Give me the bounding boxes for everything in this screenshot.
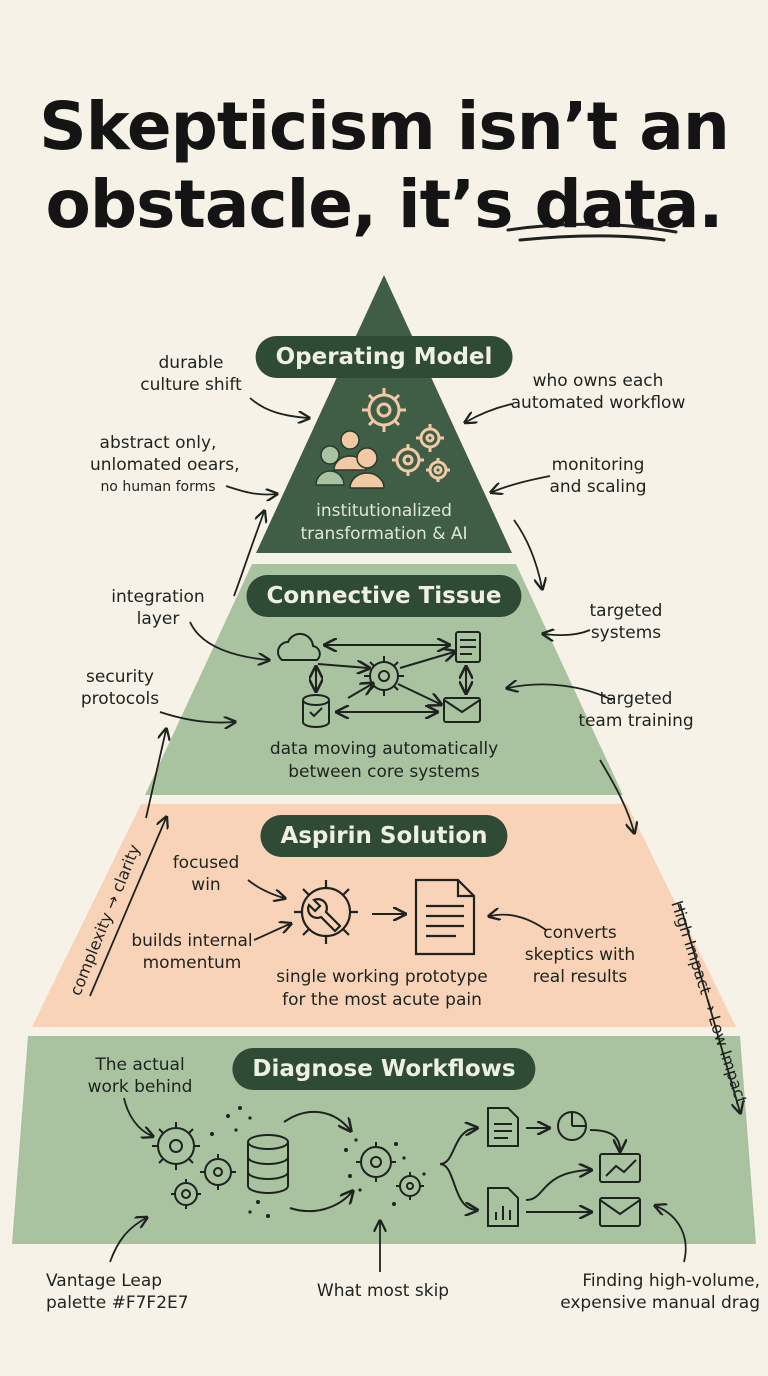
tier-label-aspirin-solution: Aspirin Solution (260, 815, 508, 857)
annotation-arrows (109, 397, 687, 1272)
particle-dots (210, 1106, 426, 1218)
document-icon (455, 631, 481, 663)
tier-aspirin-solution (32, 804, 736, 1027)
tier-label-operating-model: Operating Model (255, 336, 513, 378)
tier-caption-operating-model: institutionalized transformation & AI (300, 500, 467, 546)
annotation-monitoring: monitoring and scaling (544, 454, 652, 498)
annotation-line: abstract only, (99, 433, 217, 453)
annotation-line: skeptics with (524, 945, 636, 965)
annotation-line: automated workflow (510, 393, 686, 413)
annotation-targeted-training: targeted team training (574, 688, 698, 732)
document-icon (414, 878, 476, 956)
annotation-abstract-only: abstract only, unlomated oears, no human… (90, 432, 240, 498)
annotation-durable-culture: durable culture shift (136, 352, 246, 396)
annotation-line: protocols (80, 689, 160, 709)
tier-caption-connective-tissue: data moving automatically between core s… (270, 738, 498, 784)
annotation-actual-work: The actual work behind (84, 1054, 196, 1098)
annotation-line: culture shift (140, 375, 242, 395)
annotation-line: no human forms (100, 479, 216, 495)
annotation-integration-layer: integration layer (104, 586, 212, 630)
annotation-targeted-systems: targeted systems (578, 600, 674, 644)
caption-line: data moving automatically (269, 739, 499, 759)
annotation-finding-high-volume: Finding high-volume, expensive manual dr… (548, 1270, 760, 1314)
tier-connective-tissue (145, 564, 623, 795)
annotation-converts-skeptics: converts skeptics with real results (518, 922, 642, 988)
annotation-line: momentum (142, 953, 242, 973)
annotation-line: targeted (589, 601, 663, 621)
annotation-line: durable (158, 353, 224, 373)
caption-line: institutionalized (316, 501, 452, 521)
page-title-line-2: obstacle, it’s data. (45, 166, 724, 243)
tier-diagnose-workflows (12, 1036, 756, 1244)
annotation-line: builds internal (131, 931, 253, 951)
caption-line: for the most acute pain (282, 990, 482, 1010)
annotation-line: monitoring (551, 455, 645, 475)
annotation-line: security (86, 667, 154, 687)
team-icon (315, 430, 385, 489)
annotation-line: and scaling (549, 477, 647, 497)
tier-label-diagnose-workflows: Diagnose Workflows (232, 1048, 536, 1090)
mail-icon (599, 1197, 641, 1227)
annotation-line: converts (543, 923, 617, 943)
caption-line: transformation & AI (300, 524, 468, 544)
annotation-line: What most skip (316, 1281, 450, 1301)
annotation-line: The actual (95, 1055, 185, 1075)
network-icons (277, 631, 481, 728)
gear-icon (362, 388, 406, 432)
right-axis-arrow (679, 903, 740, 1112)
annotation-line: real results (532, 967, 628, 987)
annotation-line: win (191, 875, 221, 895)
annotation-line: Finding high-volume, (582, 1271, 760, 1291)
wrench-gear-icon (294, 880, 358, 944)
annotation-focused-win: focused win (164, 852, 248, 896)
caption-line: between core systems (288, 762, 480, 782)
tier-label-connective-tissue: Connective Tissue (246, 575, 522, 617)
annotation-line: targeted (599, 689, 673, 709)
annotation-line: team training (578, 711, 694, 731)
annotation-line: unlomated oears, (90, 455, 240, 475)
title-underline (506, 222, 678, 242)
mail-icon (443, 697, 481, 723)
trend-chart-icon (599, 1153, 641, 1183)
annotation-what-most-skip: What most skip (310, 1280, 456, 1302)
workflow-icons (152, 1107, 641, 1227)
left-axis-arrow (89, 818, 166, 997)
annotation-builds-momentum: builds internal momentum (126, 930, 258, 974)
cloud-icon (277, 632, 321, 661)
tier-caption-aspirin-solution: single working prototype for the most ac… (276, 966, 487, 1012)
annotation-vantage-palette: Vantage Leap palette #F7F2E7 (46, 1270, 189, 1314)
annotation-line: work behind (87, 1077, 193, 1097)
annotation-line: focused (172, 853, 240, 873)
annotation-line: who owns each (532, 371, 664, 391)
annotation-who-owns: who owns each automated workflow (510, 370, 686, 414)
page-title-line-1: Skepticism isn’t an (39, 88, 730, 165)
annotation-security-protocols: security protocols (76, 666, 164, 710)
caption-line: single working prototype (276, 967, 488, 987)
annotation-line: expensive manual drag (560, 1293, 760, 1313)
annotation-line: layer (136, 609, 180, 629)
gear-icon (392, 424, 450, 482)
annotation-line: integration (111, 587, 205, 607)
annotation-line: systems (590, 623, 662, 643)
annotation-line: palette #F7F2E7 (46, 1293, 189, 1313)
annotation-line: Vantage Leap (46, 1271, 163, 1291)
